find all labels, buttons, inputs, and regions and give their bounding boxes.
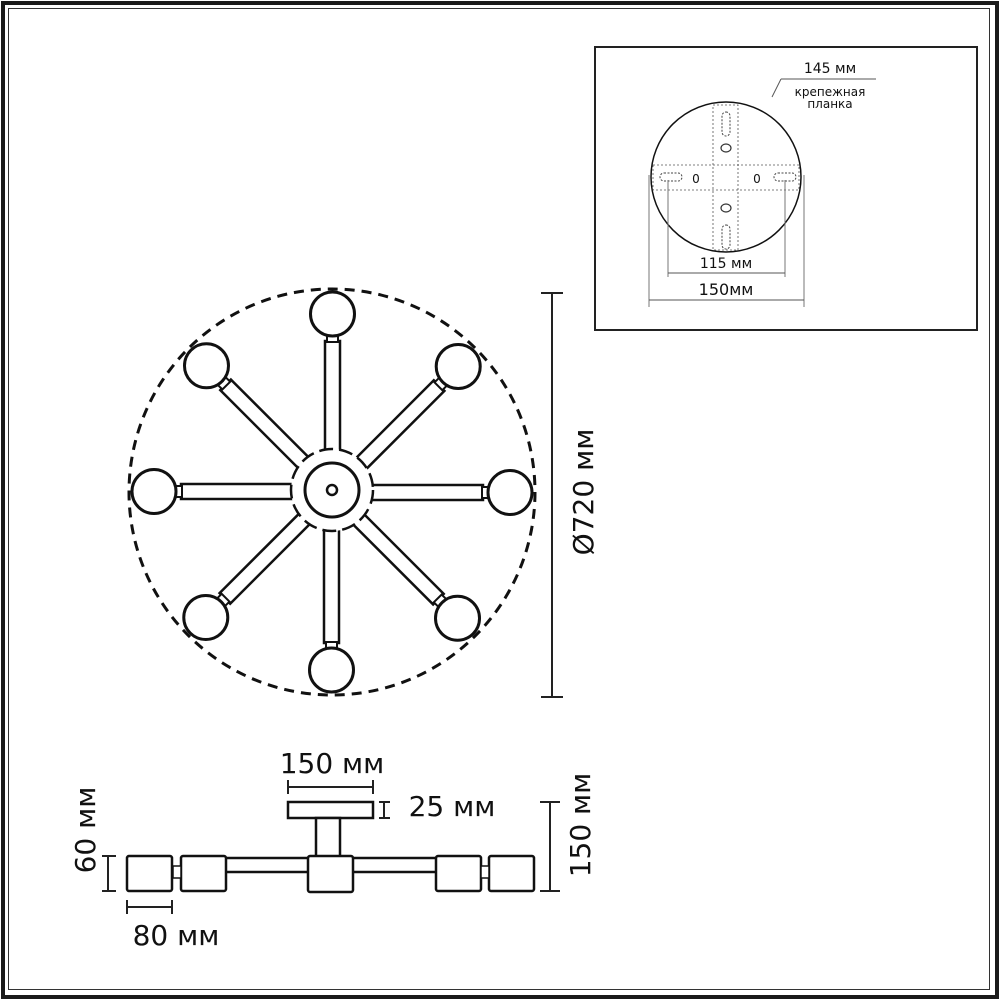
total-height-label: 150 мм xyxy=(564,773,597,878)
plate-name-line1: крепежная xyxy=(795,85,866,99)
shade-width-label: 80 мм xyxy=(133,919,220,952)
shade xyxy=(434,854,483,893)
canopy-width-label: 150 мм xyxy=(280,747,385,780)
drawing-border-inner xyxy=(8,8,990,990)
diameter-label: Ø720 мм xyxy=(567,429,600,556)
center-block xyxy=(306,854,355,894)
span-circle xyxy=(127,287,537,697)
mounting-plate xyxy=(652,104,800,251)
hub-center xyxy=(325,483,339,497)
mount-inset: 0 0 145 мм крепежная планка 115 мм 150мм xyxy=(594,46,978,331)
stem xyxy=(314,816,342,860)
hole-mark-left: 0 xyxy=(692,172,700,186)
hole-spacing-label: 115 мм xyxy=(700,256,752,272)
canopy-height-label: 25 мм xyxy=(409,790,496,823)
shade-height-label: 60 мм xyxy=(69,787,102,874)
side-dimensions xyxy=(102,780,560,914)
arm xyxy=(309,290,356,458)
shade xyxy=(487,854,536,893)
shade xyxy=(179,854,228,893)
shade xyxy=(125,854,174,893)
plate-name-line2: планка xyxy=(807,97,852,111)
diameter-dimension xyxy=(541,292,563,698)
side-view xyxy=(125,800,536,894)
mounting-slots xyxy=(659,111,797,250)
plate-length-label: 145 мм xyxy=(804,61,856,77)
canopy-circle xyxy=(650,101,802,253)
top-view xyxy=(127,287,537,697)
hole-mark-right: 0 xyxy=(753,172,761,186)
canopy xyxy=(286,800,375,820)
canopy-diameter-label: 150мм xyxy=(699,280,754,299)
